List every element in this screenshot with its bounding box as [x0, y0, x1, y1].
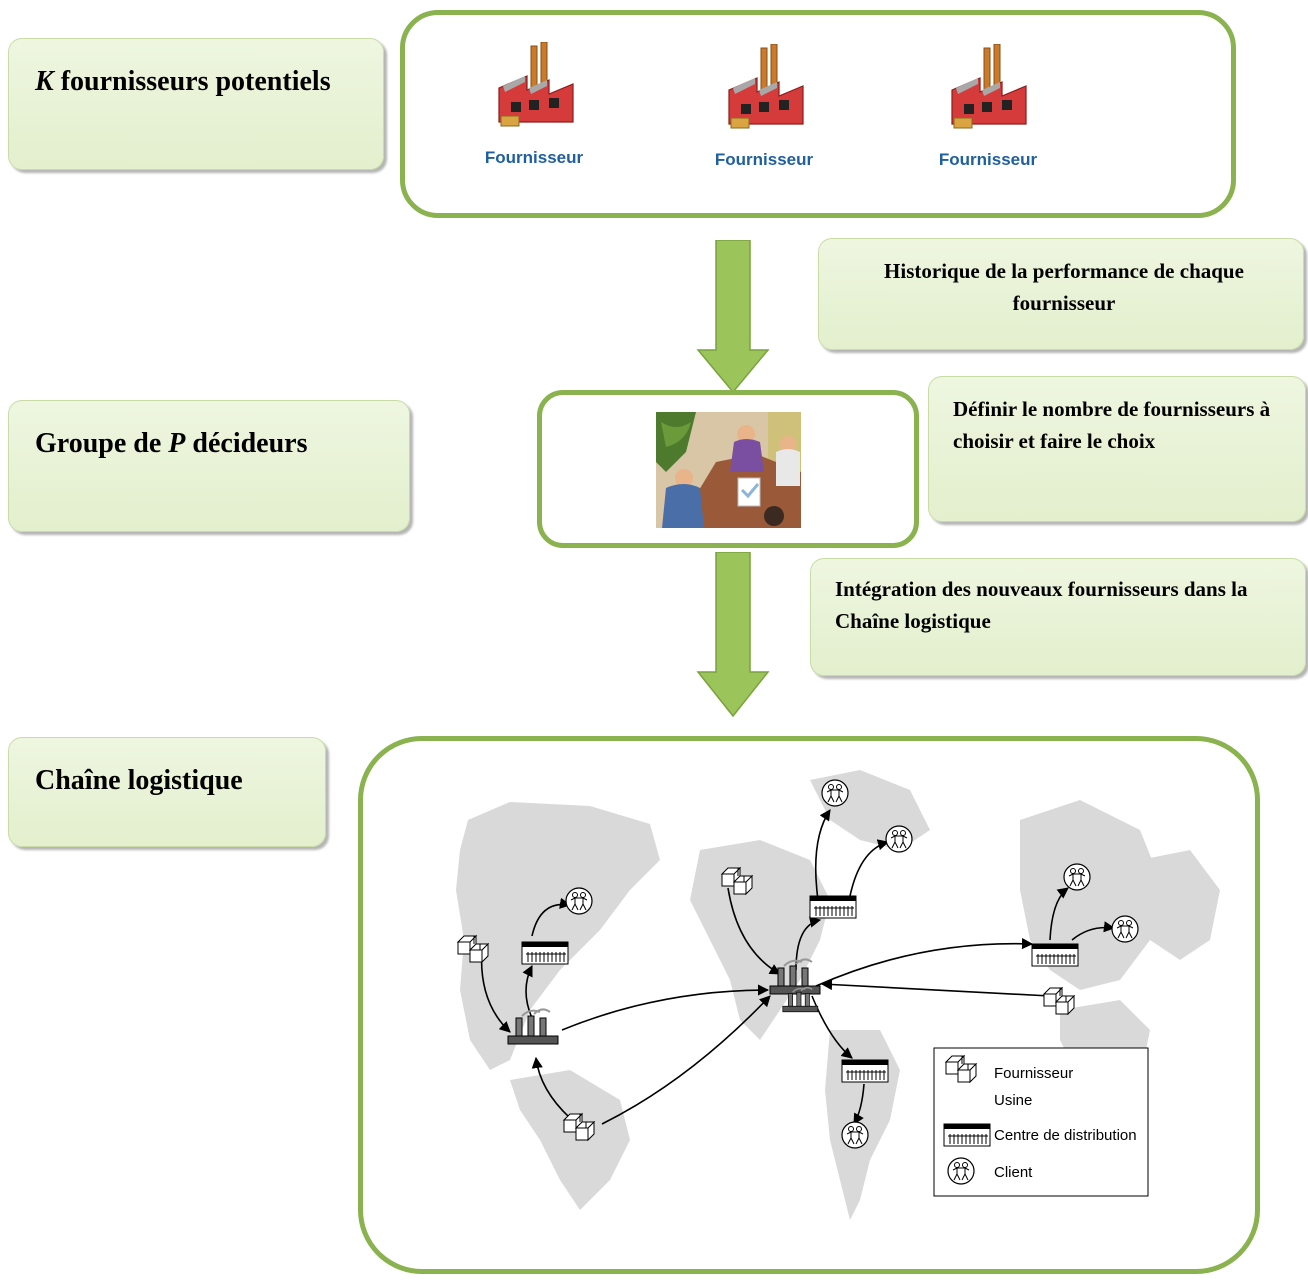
note-history-text: Historique de la performance de chaque f…	[884, 259, 1244, 315]
dc-node	[521, 941, 569, 965]
supplier-node	[1043, 987, 1075, 1015]
note-integration: Intégration des nouveaux fournisseurs da…	[810, 558, 1306, 676]
note-define-text: Définir le nombre de fournisseurs à choi…	[953, 397, 1271, 453]
client-node	[565, 887, 593, 915]
flow-arrows	[480, 809, 1116, 1125]
note-history: Historique de la performance de chaque f…	[818, 238, 1304, 350]
label-chain-text: Chaîne logistique	[35, 765, 243, 796]
label-deciders: Groupe de P décideurs	[8, 400, 410, 532]
supplier-label: Fournisseur	[714, 150, 814, 169]
legend-dc-label: Centre de distribution	[994, 1127, 1137, 1144]
label-chain: Chaîne logistique	[8, 737, 326, 847]
legend: Fournisseur Usine Centre de distribution…	[782, 986, 1149, 1197]
legend-client-icon	[947, 1157, 975, 1185]
client-node	[1063, 863, 1091, 891]
factory-icon	[498, 42, 574, 127]
label-suppliers: K fournisseurs potentiels	[8, 38, 384, 170]
client-node	[885, 825, 913, 853]
note-integration-text: Intégration des nouveaux fournisseurs da…	[835, 577, 1248, 633]
supplier-label: Fournisseur	[938, 150, 1038, 169]
note-define: Définir le nombre de fournisseurs à choi…	[928, 376, 1306, 522]
deciders-suffix: décideurs	[185, 428, 308, 459]
legend-supplier-label: Fournisseur	[994, 1065, 1073, 1082]
legend-plant-label: Usine	[994, 1092, 1032, 1109]
dc-node	[1031, 943, 1079, 967]
client-node	[821, 779, 849, 807]
dc-node	[809, 895, 857, 919]
legend-client-label: Client	[994, 1164, 1033, 1181]
suppliers-text: fournisseurs potentiels	[53, 66, 331, 97]
down-arrow-1	[696, 240, 770, 394]
factory-icon	[951, 44, 1027, 129]
meeting-picture	[656, 412, 801, 528]
factory-icon	[728, 44, 804, 129]
label-deciders-text: Groupe de P décideurs	[9, 401, 409, 462]
p-variable: P	[168, 428, 186, 459]
client-node	[841, 1121, 869, 1149]
k-variable: K	[35, 66, 54, 97]
legend-dc-icon	[943, 1123, 991, 1147]
down-arrow-2	[696, 552, 770, 718]
deciders-prefix: Groupe de	[35, 428, 169, 459]
label-suppliers-text: K fournisseurs potentiels	[9, 39, 383, 100]
supplier-label: Fournisseur	[484, 148, 584, 167]
supply-chain-map: Fournisseur Usine Centre de distribution…	[456, 770, 1220, 1220]
dc-node	[841, 1059, 889, 1083]
client-node	[1111, 915, 1139, 943]
